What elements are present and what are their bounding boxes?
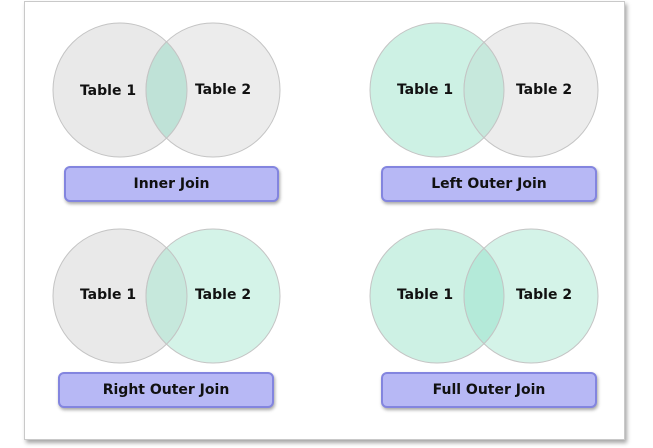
table1-label: Table 1 xyxy=(397,82,453,98)
inner-join-button[interactable]: Inner Join xyxy=(64,166,279,202)
overlap-region xyxy=(145,41,188,139)
table1-label: Table 1 xyxy=(397,287,453,303)
venn-right-outer-join: Table 1 Table 2 xyxy=(52,228,281,364)
table1-label: Table 1 xyxy=(80,83,136,99)
overlap-region xyxy=(463,41,505,139)
table2-label: Table 2 xyxy=(195,287,251,303)
table2-label: Table 2 xyxy=(516,82,572,98)
table1-label: Table 1 xyxy=(80,287,136,303)
venn-left-outer-join: Table 1 Table 2 xyxy=(369,22,599,158)
left-outer-join-button[interactable]: Left Outer Join xyxy=(381,166,597,202)
venn-full-outer-join: Table 1 Table 2 xyxy=(369,228,599,364)
right-outer-join-button[interactable]: Right Outer Join xyxy=(58,372,274,408)
table2-label: Table 2 xyxy=(516,287,572,303)
full-outer-join-button[interactable]: Full Outer Join xyxy=(381,372,597,408)
overlap-region xyxy=(463,247,505,345)
overlap-region xyxy=(145,247,188,345)
venn-inner-join: Table 1 Table 2 xyxy=(52,22,281,158)
table2-label: Table 2 xyxy=(195,82,251,98)
